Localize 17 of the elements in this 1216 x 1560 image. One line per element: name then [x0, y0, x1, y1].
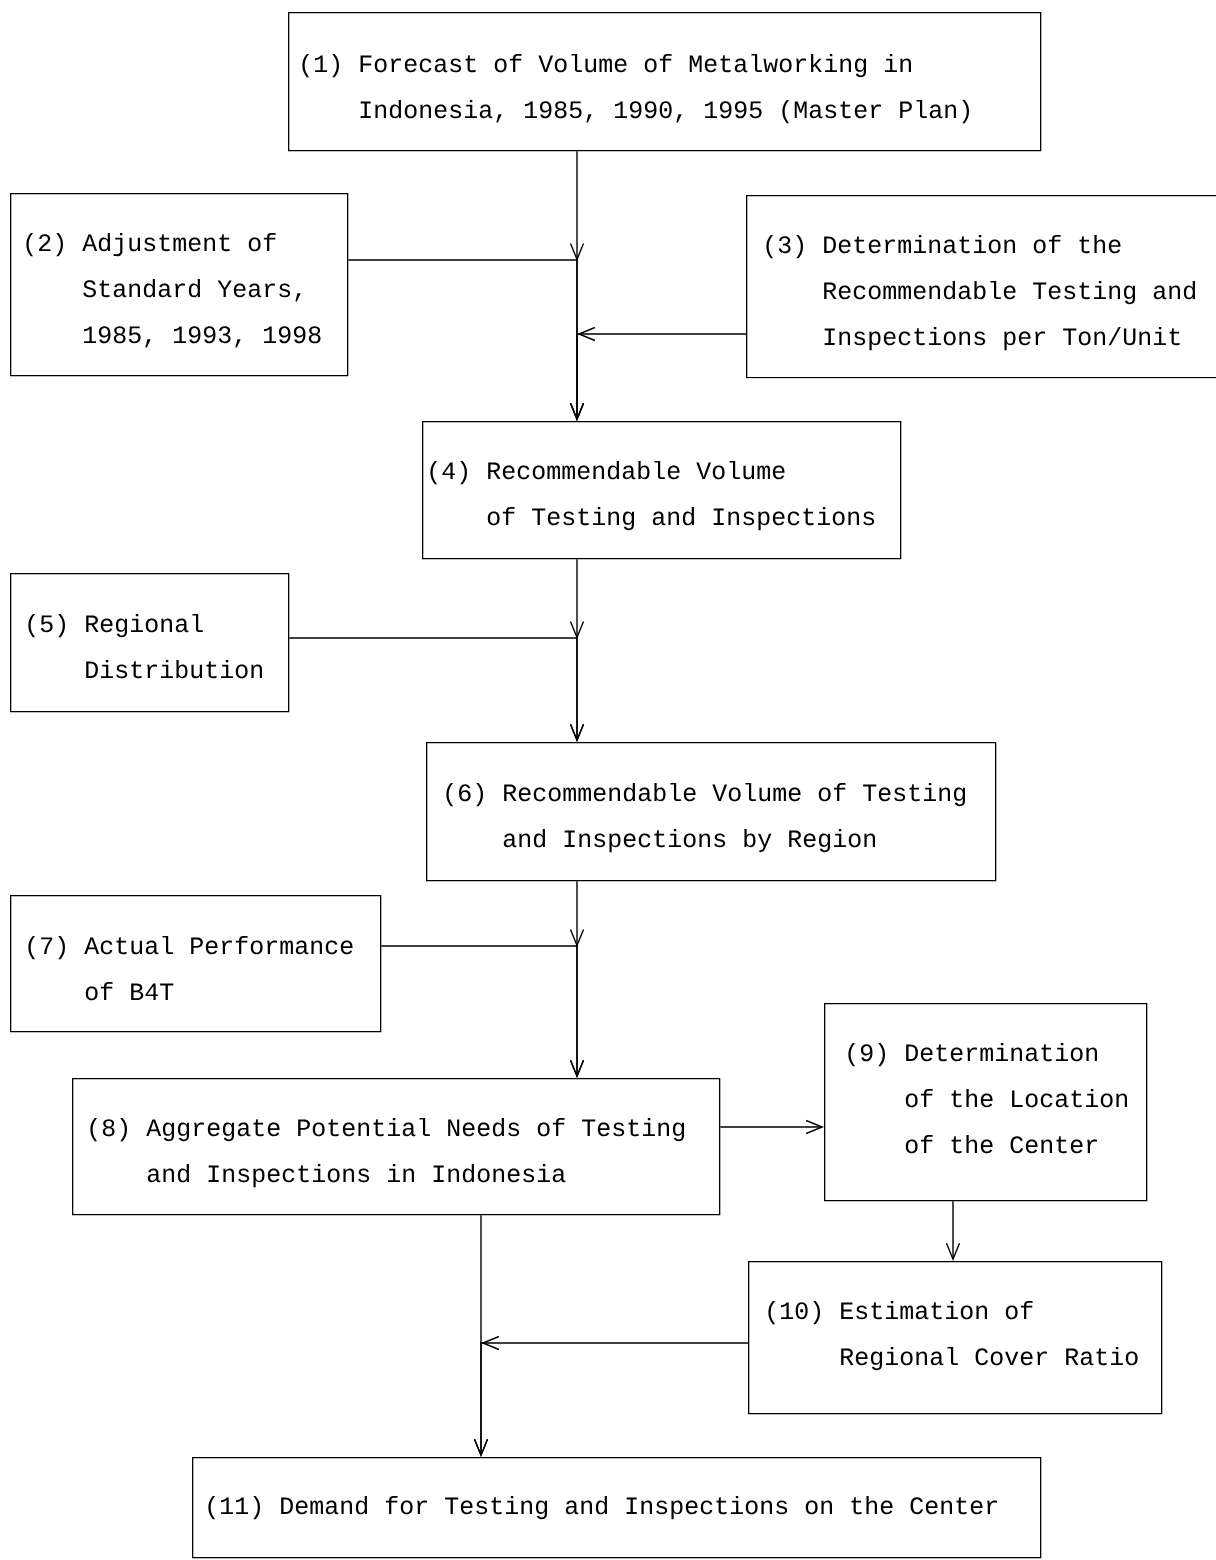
arrow [380, 928, 585, 1078]
arrow [945, 1200, 961, 1261]
process-box: (4) Recommendable Volume of Testing and Inspections [422, 421, 902, 560]
process-box: (2) Adjustment of Standard Years, 1985, 1993, 1998 [10, 193, 349, 377]
arrow [288, 620, 585, 742]
process-box: (9) Determination of the Location of the Center [824, 1003, 1148, 1202]
process-box: (7) Actual Performance of B4T [10, 895, 382, 1033]
process-box: (11) Demand for Testing and Inspections on the Center [192, 1457, 1042, 1559]
process-box: (5) Regional Distribution [10, 573, 290, 713]
process-box: (6) Recommendable Volume of Testing and Inspections by Region [426, 742, 997, 882]
process-box: (8) Aggregate Potential Needs of Testing and Inspections in Indonesia [72, 1078, 721, 1216]
process-box: (3) Determination of the Recommendable Testing and Inspections per Ton/Unit [746, 195, 1216, 379]
process-box: (1) Forecast of Volume of Metalworking in Indonesia, 1985, 1990, 1995 (Master Plan) [288, 12, 1042, 152]
arrow [569, 326, 747, 421]
process-box: (10) Estimation of Regional Cover Ratio [748, 1261, 1163, 1415]
arrow [719, 1119, 824, 1135]
arrow [473, 1214, 489, 1457]
